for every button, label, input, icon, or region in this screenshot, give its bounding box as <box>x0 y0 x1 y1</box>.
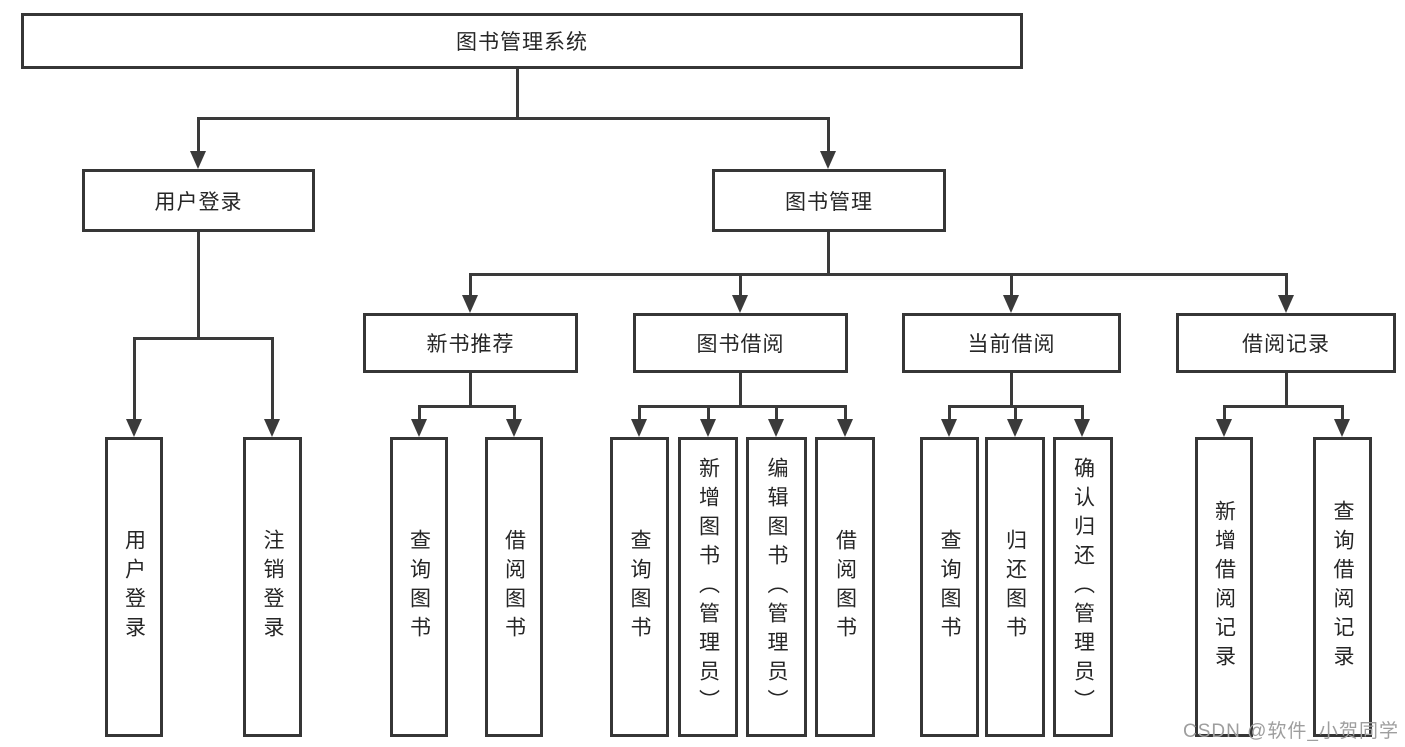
leaf-return-books: 归还图书 <box>985 437 1045 737</box>
node-borrowing-records-label: 借阅记录 <box>1242 333 1330 356</box>
leaf-add-books-admin-label: 新增图书（管理员） <box>696 456 720 718</box>
connector-leaf-stem <box>1341 405 1344 421</box>
node-root-label: 图书管理系统 <box>456 31 588 54</box>
node-book-management: 图书管理 <box>712 169 946 232</box>
connector-book-borrowing-split <box>638 405 846 408</box>
leaf-confirm-return-admin: 确认归还（管理员） <box>1053 437 1113 737</box>
connector-leaf-stem <box>844 405 847 421</box>
leaf-add-books-admin: 新增图书（管理员） <box>678 437 738 737</box>
connector-leaf-stem <box>775 405 778 421</box>
leaf-query-books-2: 查询图书 <box>610 437 669 737</box>
arrow-head-book-borrowing <box>732 295 748 313</box>
arrow-head-leaf <box>837 419 853 437</box>
connector-leaf-stem <box>1223 405 1226 421</box>
leaf-add-borrow-record: 新增借阅记录 <box>1195 437 1253 737</box>
leaf-edit-books-admin-label: 编辑图书（管理员） <box>765 456 788 718</box>
node-book-borrowing: 图书借阅 <box>633 313 848 373</box>
node-new-book-recommendation-label: 新书推荐 <box>426 333 515 356</box>
leaf-confirm-return-admin-label: 确认归还（管理员） <box>1071 456 1095 718</box>
node-root: 图书管理系统 <box>21 13 1023 69</box>
leaf-return-books-label: 归还图书 <box>1003 529 1027 645</box>
arrow-head-leaf-user-login <box>126 419 142 437</box>
arrow-head-leaf <box>1216 419 1232 437</box>
leaf-borrow-books-1-label: 借阅图书 <box>502 529 526 645</box>
node-book-borrowing-label: 图书借阅 <box>696 333 785 356</box>
arrow-head-leaf-logout <box>264 419 280 437</box>
node-user-login: 用户登录 <box>82 169 315 232</box>
connector-user-login-split <box>133 337 274 340</box>
leaf-query-books-1: 查询图书 <box>390 437 448 737</box>
connector-root-split <box>197 117 830 120</box>
leaf-query-borrow-record: 查询借阅记录 <box>1313 437 1372 737</box>
leaf-query-borrow-record-label: 查询借阅记录 <box>1331 500 1354 674</box>
node-current-borrowing-label: 当前借阅 <box>967 333 1056 356</box>
connector-to-new-book-recommendation <box>469 273 472 297</box>
connector-to-user-login <box>197 117 200 153</box>
arrow-head-current-borrowing <box>1003 295 1019 313</box>
connector-borrowing-records-split <box>1223 405 1343 408</box>
connector-to-book-management <box>827 117 830 153</box>
leaf-query-books-3-label: 查询图书 <box>938 529 961 645</box>
leaf-borrow-books-2-label: 借阅图书 <box>833 529 857 645</box>
arrow-head-borrowing-records <box>1278 295 1294 313</box>
connector-to-current-borrowing <box>1010 273 1013 297</box>
leaf-borrow-books-2: 借阅图书 <box>815 437 875 737</box>
connector-to-borrowing-records <box>1285 273 1288 297</box>
leaf-borrow-books-1: 借阅图书 <box>485 437 543 737</box>
connector-to-book-borrowing <box>739 273 742 297</box>
leaf-user-login-label: 用户登录 <box>122 529 146 645</box>
node-user-login-label: 用户登录 <box>154 190 243 214</box>
connector-user-login-stem <box>197 232 200 340</box>
connector-level3-split <box>469 273 1287 276</box>
node-book-management-label: 图书管理 <box>785 190 873 214</box>
node-current-borrowing: 当前借阅 <box>902 313 1121 373</box>
leaf-user-login: 用户登录 <box>105 437 163 737</box>
leaf-edit-books-admin: 编辑图书（管理员） <box>746 437 807 737</box>
arrow-head-leaf <box>1074 419 1090 437</box>
arrow-head-leaf <box>506 419 522 437</box>
node-borrowing-records: 借阅记录 <box>1176 313 1396 373</box>
connector-book-management-stem <box>827 232 830 276</box>
leaf-logout: 注销登录 <box>243 437 302 737</box>
connector-leaf-stem <box>638 405 641 421</box>
leaf-add-borrow-record-label: 新增借阅记录 <box>1212 500 1236 674</box>
connector-leaf-stem <box>513 405 516 421</box>
connector-current-borrowing-stem <box>1010 373 1013 407</box>
leaf-query-books-1-label: 查询图书 <box>407 529 431 645</box>
leaf-query-books-3: 查询图书 <box>920 437 979 737</box>
node-new-book-recommendation: 新书推荐 <box>363 313 578 373</box>
connector-leaf-stem <box>418 405 421 421</box>
arrow-head-leaf <box>1007 419 1023 437</box>
connector-borrowing-records-stem <box>1285 373 1288 407</box>
watermark: CSDN @软件_小贺同学 <box>1183 721 1399 742</box>
arrow-head-leaf <box>768 419 784 437</box>
connector-leaf-stem <box>1014 405 1017 421</box>
connector-leaf-stem <box>1081 405 1084 421</box>
connector-leaf-stem <box>948 405 951 421</box>
arrow-head-new-book-recommendation <box>462 295 478 313</box>
connector-root-stem <box>516 69 519 119</box>
connector-new-book-split <box>418 405 516 408</box>
arrow-head-leaf <box>700 419 716 437</box>
connector-leaf-stem <box>707 405 710 421</box>
connector-to-leaf-logout <box>271 337 274 421</box>
arrow-head-leaf <box>1334 419 1350 437</box>
leaf-logout-label: 注销登录 <box>261 529 284 645</box>
arrow-head-leaf <box>631 419 647 437</box>
leaf-query-books-2-label: 查询图书 <box>628 529 651 645</box>
arrow-head-leaf <box>411 419 427 437</box>
arrow-head-user-login <box>190 151 206 169</box>
arrow-head-leaf <box>941 419 957 437</box>
connector-book-borrowing-stem <box>739 373 742 407</box>
connector-to-leaf-user-login <box>133 337 136 421</box>
connector-new-book-stem <box>469 373 472 407</box>
arrow-head-book-management <box>820 151 836 169</box>
